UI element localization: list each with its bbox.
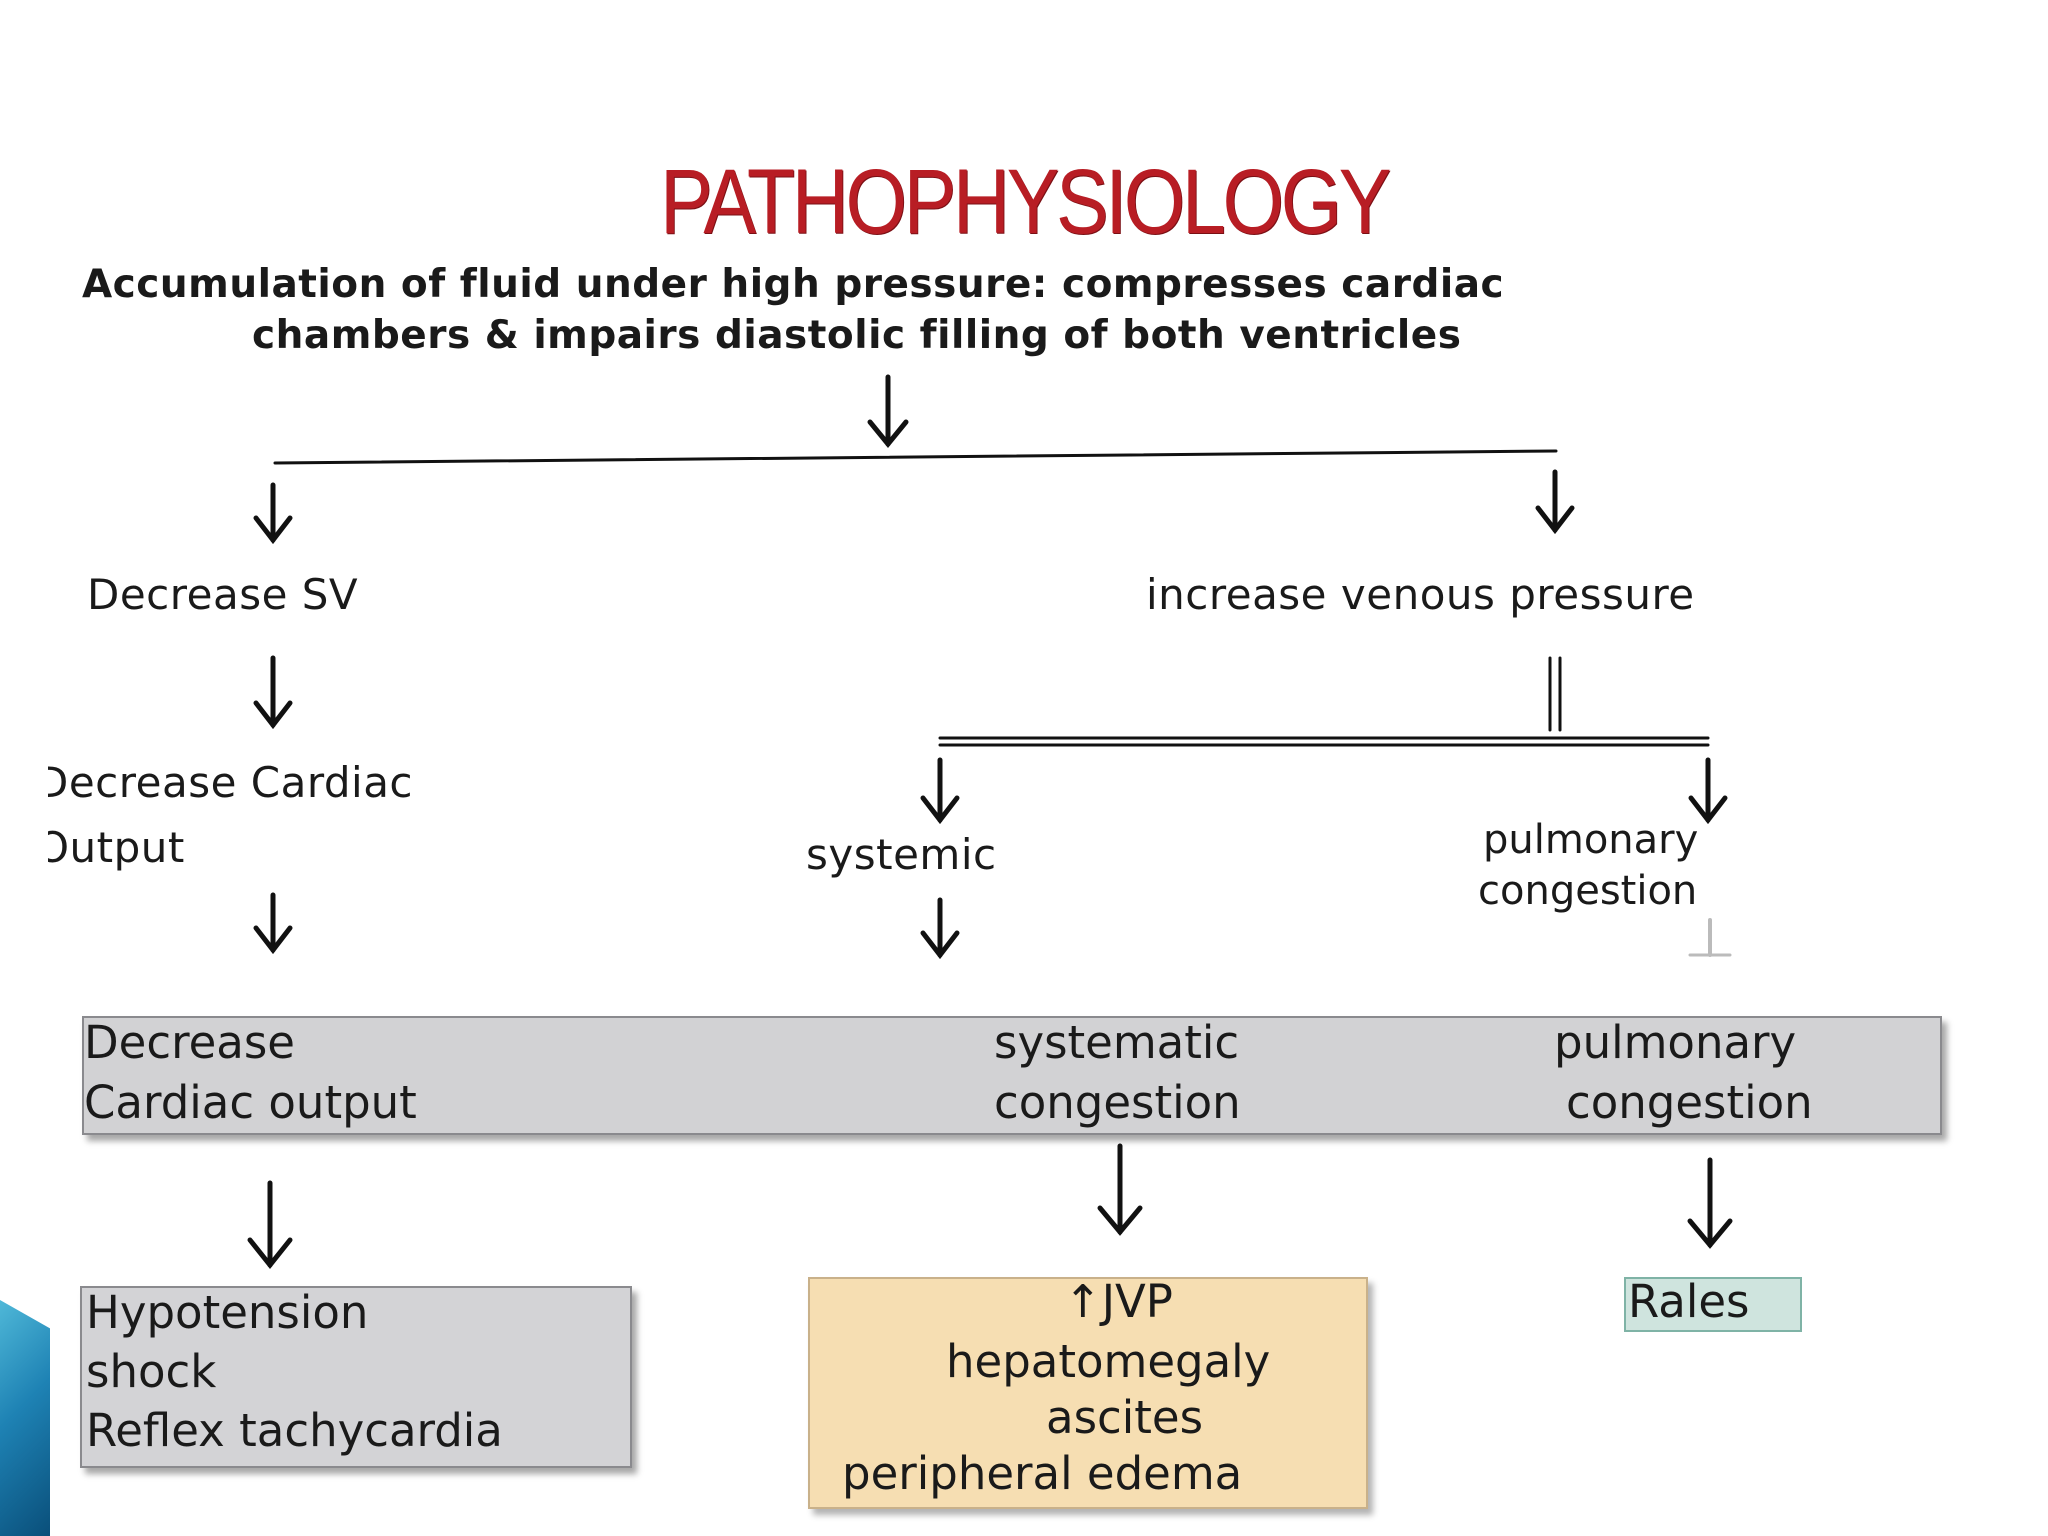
venous-pressure-label: increase venous pressure: [1146, 570, 1695, 619]
outcome-hepatomegaly: hepatomegaly: [946, 1335, 1271, 1388]
bar-col3-line1: pulmonary: [1554, 1016, 1797, 1069]
arrowhead-intro: [867, 419, 909, 448]
bar-col3: pulmonary congestion: [1554, 1013, 1813, 1133]
pulmonary-outcomes-box: [1624, 1277, 1802, 1332]
diagram-title: PATHOPHYSIOLOGY: [659, 151, 1391, 253]
pulmonary-label-line-2: congestion: [1478, 868, 1698, 914]
intro-line-1: Accumulation of fluid under high pressur…: [82, 262, 1505, 307]
cardiac-output-line-2: Output: [48, 823, 185, 872]
outcome-peripheral-edema: peripheral edema: [842, 1447, 1243, 1500]
outcome-rales: Rales: [1628, 1275, 1750, 1328]
bar-col1-line1: Decrease: [84, 1016, 295, 1069]
outcome-reflex-tachycardia: Reflex tachycardia: [86, 1404, 503, 1457]
bar-col1: Decrease Cardiac output: [84, 1013, 417, 1133]
decrease-sv-label: Decrease SV: [87, 570, 359, 619]
bar-col2-line2: congestion: [994, 1076, 1241, 1129]
systemic-outcomes-box: [808, 1277, 1368, 1509]
bar-col1-line2: Cardiac output: [84, 1076, 417, 1129]
summary-bar: [82, 1016, 1942, 1135]
outcome-hypotension: Hypotension: [86, 1286, 369, 1339]
pulmonary-label-line-1: pulmonary: [1483, 817, 1699, 863]
outcome-jvp: ↑JVP: [1064, 1275, 1173, 1328]
bar-col2-line1: systematic: [994, 1016, 1240, 1069]
intro-line-2: chambers & impairs diastolic filling of …: [252, 313, 1462, 358]
outcome-ascites: ascites: [1046, 1391, 1204, 1444]
cardiac-outcomes-box: [80, 1286, 632, 1468]
systemic-label: systemic: [806, 830, 997, 879]
bar-col2: systematic congestion: [994, 1013, 1241, 1133]
split-line-top: [273, 449, 1558, 465]
slide-accent-shape: [0, 1300, 50, 1536]
bar-col3-line2: congestion: [1566, 1076, 1813, 1129]
outcome-shock: shock: [86, 1345, 217, 1398]
cardiac-outcomes-text: Hypotension shock Reflex tachycardia: [86, 1283, 503, 1460]
cardiac-output-line-1: Decrease Cardiac: [48, 758, 414, 807]
